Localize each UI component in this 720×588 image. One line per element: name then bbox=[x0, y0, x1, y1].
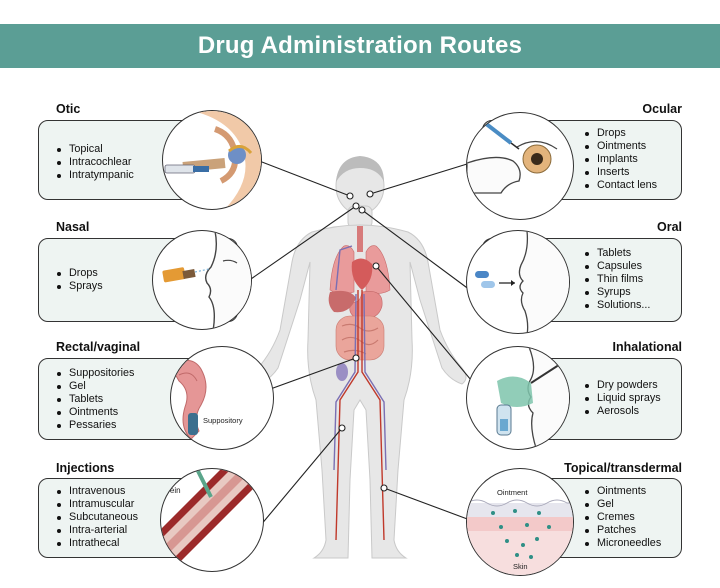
list-item: Subcutaneous bbox=[55, 511, 138, 524]
title-banner: Drug Administration Routes bbox=[0, 24, 720, 68]
list-item: Aerosols bbox=[583, 405, 661, 418]
list-item: Intratympanic bbox=[55, 169, 134, 182]
list-item: Intracochlear bbox=[55, 156, 134, 169]
ointment-label: Ointment bbox=[497, 488, 528, 497]
skin-illustration: Ointment Skin bbox=[466, 468, 574, 576]
list-item: Ointments bbox=[55, 406, 134, 419]
inhaler-illustration bbox=[466, 346, 570, 450]
rectal-title: Rectal/vaginal bbox=[56, 340, 141, 354]
list-item: Patches bbox=[583, 524, 661, 537]
connector-lines bbox=[235, 151, 487, 527]
list-item: Solutions... bbox=[583, 299, 650, 312]
list-item: Syrups bbox=[583, 286, 650, 299]
list-item: Tablets bbox=[583, 247, 650, 260]
topical-title: Topical/transdermal bbox=[564, 461, 682, 475]
ear-illustration bbox=[162, 110, 262, 210]
list-item: Suppositories bbox=[55, 367, 134, 380]
nasal-list: Drops Sprays bbox=[55, 267, 103, 293]
list-item: Sprays bbox=[55, 280, 103, 293]
vein-illustration: Vein bbox=[160, 468, 264, 572]
list-item: Gel bbox=[55, 380, 134, 393]
page-title: Drug Administration Routes bbox=[197, 32, 523, 59]
list-item: Ointments bbox=[583, 485, 661, 498]
list-item: Pessaries bbox=[55, 419, 134, 432]
list-item: Intramuscular bbox=[55, 498, 138, 511]
inhalational-title: Inhalational bbox=[612, 340, 682, 354]
list-item: Cremes bbox=[583, 511, 661, 524]
rectal-list: Suppositories Gel Tablets Ointments Pess… bbox=[55, 367, 134, 432]
ocular-title: Ocular bbox=[642, 102, 682, 116]
list-item: Drops bbox=[583, 127, 657, 140]
injections-list: Intravenous Intramuscular Subcutaneous I… bbox=[55, 485, 138, 550]
connector-dots bbox=[338, 190, 388, 492]
list-item: Gel bbox=[583, 498, 661, 511]
list-item: Liquid sprays bbox=[583, 392, 661, 405]
list-item: Ointments bbox=[583, 140, 657, 153]
list-item: Intravenous bbox=[55, 485, 138, 498]
list-item: Contact lens bbox=[583, 179, 657, 192]
mouth-illustration bbox=[466, 230, 570, 334]
list-item: Intrathecal bbox=[55, 537, 138, 550]
list-item: Thin films bbox=[583, 273, 650, 286]
oral-title: Oral bbox=[656, 220, 682, 234]
list-item: Inserts bbox=[583, 166, 657, 179]
suppository-illustration: Suppository bbox=[170, 346, 274, 450]
vein-label: Vein bbox=[165, 486, 181, 495]
nasal-title: Nasal bbox=[56, 220, 90, 234]
list-item: Capsules bbox=[583, 260, 650, 273]
list-item: Drops bbox=[55, 267, 103, 280]
suppository-label: Suppository bbox=[203, 416, 243, 425]
list-item: Dry powders bbox=[583, 379, 661, 392]
oral-list: Tablets Capsules Thin films Syrups Solut… bbox=[583, 247, 650, 312]
skin-label: Skin bbox=[513, 562, 528, 571]
otic-title: Otic bbox=[56, 102, 81, 116]
topical-list: Ointments Gel Cremes Patches Microneedle… bbox=[583, 485, 661, 550]
nose-illustration bbox=[152, 230, 252, 330]
list-item: Intra-arterial bbox=[55, 524, 138, 537]
list-item: Topical bbox=[55, 143, 134, 156]
inhalational-list: Dry powders Liquid sprays Aerosols bbox=[583, 379, 661, 418]
eye-illustration bbox=[466, 112, 574, 220]
otic-list: Topical Intracochlear Intratympanic bbox=[55, 143, 134, 182]
list-item: Microneedles bbox=[583, 537, 661, 550]
list-item: Implants bbox=[583, 153, 657, 166]
injections-title: Injections bbox=[56, 461, 115, 475]
ocular-list: Drops Ointments Implants Inserts Contact… bbox=[583, 127, 657, 192]
list-item: Tablets bbox=[55, 393, 134, 406]
